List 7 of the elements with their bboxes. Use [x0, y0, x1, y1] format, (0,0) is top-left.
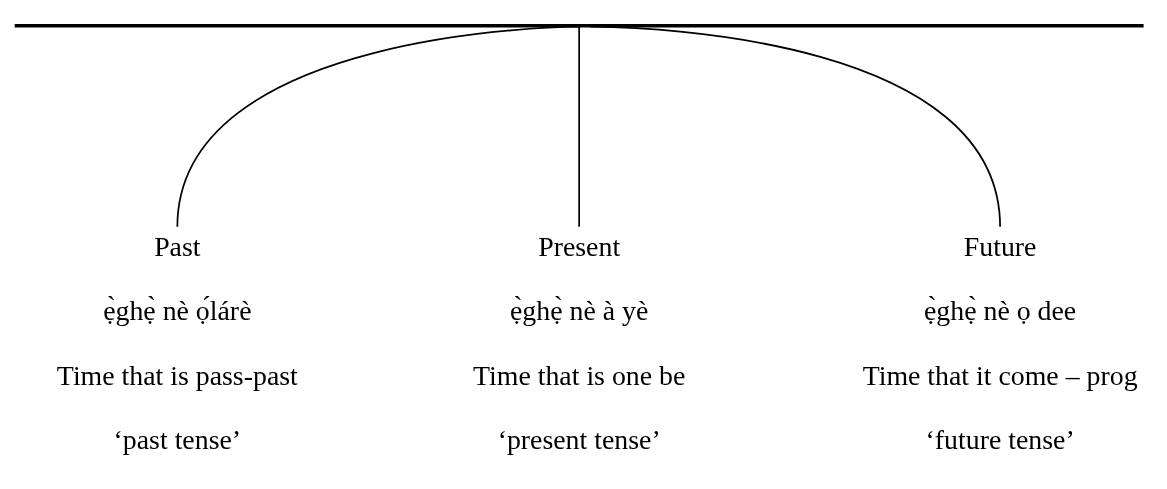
- node-text: Past ẹ̀ghẹ̀ nè ọ́lárè Time that is pass-past ‘past tense’: [56, 230, 298, 455]
- node-bar: [14, 23, 1144, 28]
- node-text: Present ẹ̀ghẹ̀ nè à yè Time that is one be ‘present tense’: [473, 230, 686, 455]
- connector: [176, 25, 580, 228]
- node-text: Future ẹ̀ghẹ̀ nè ọ dee Time that it come – prog ‘future tense’: [862, 230, 1138, 455]
- connector: [578, 25, 580, 228]
- connector: [589, 25, 1001, 228]
